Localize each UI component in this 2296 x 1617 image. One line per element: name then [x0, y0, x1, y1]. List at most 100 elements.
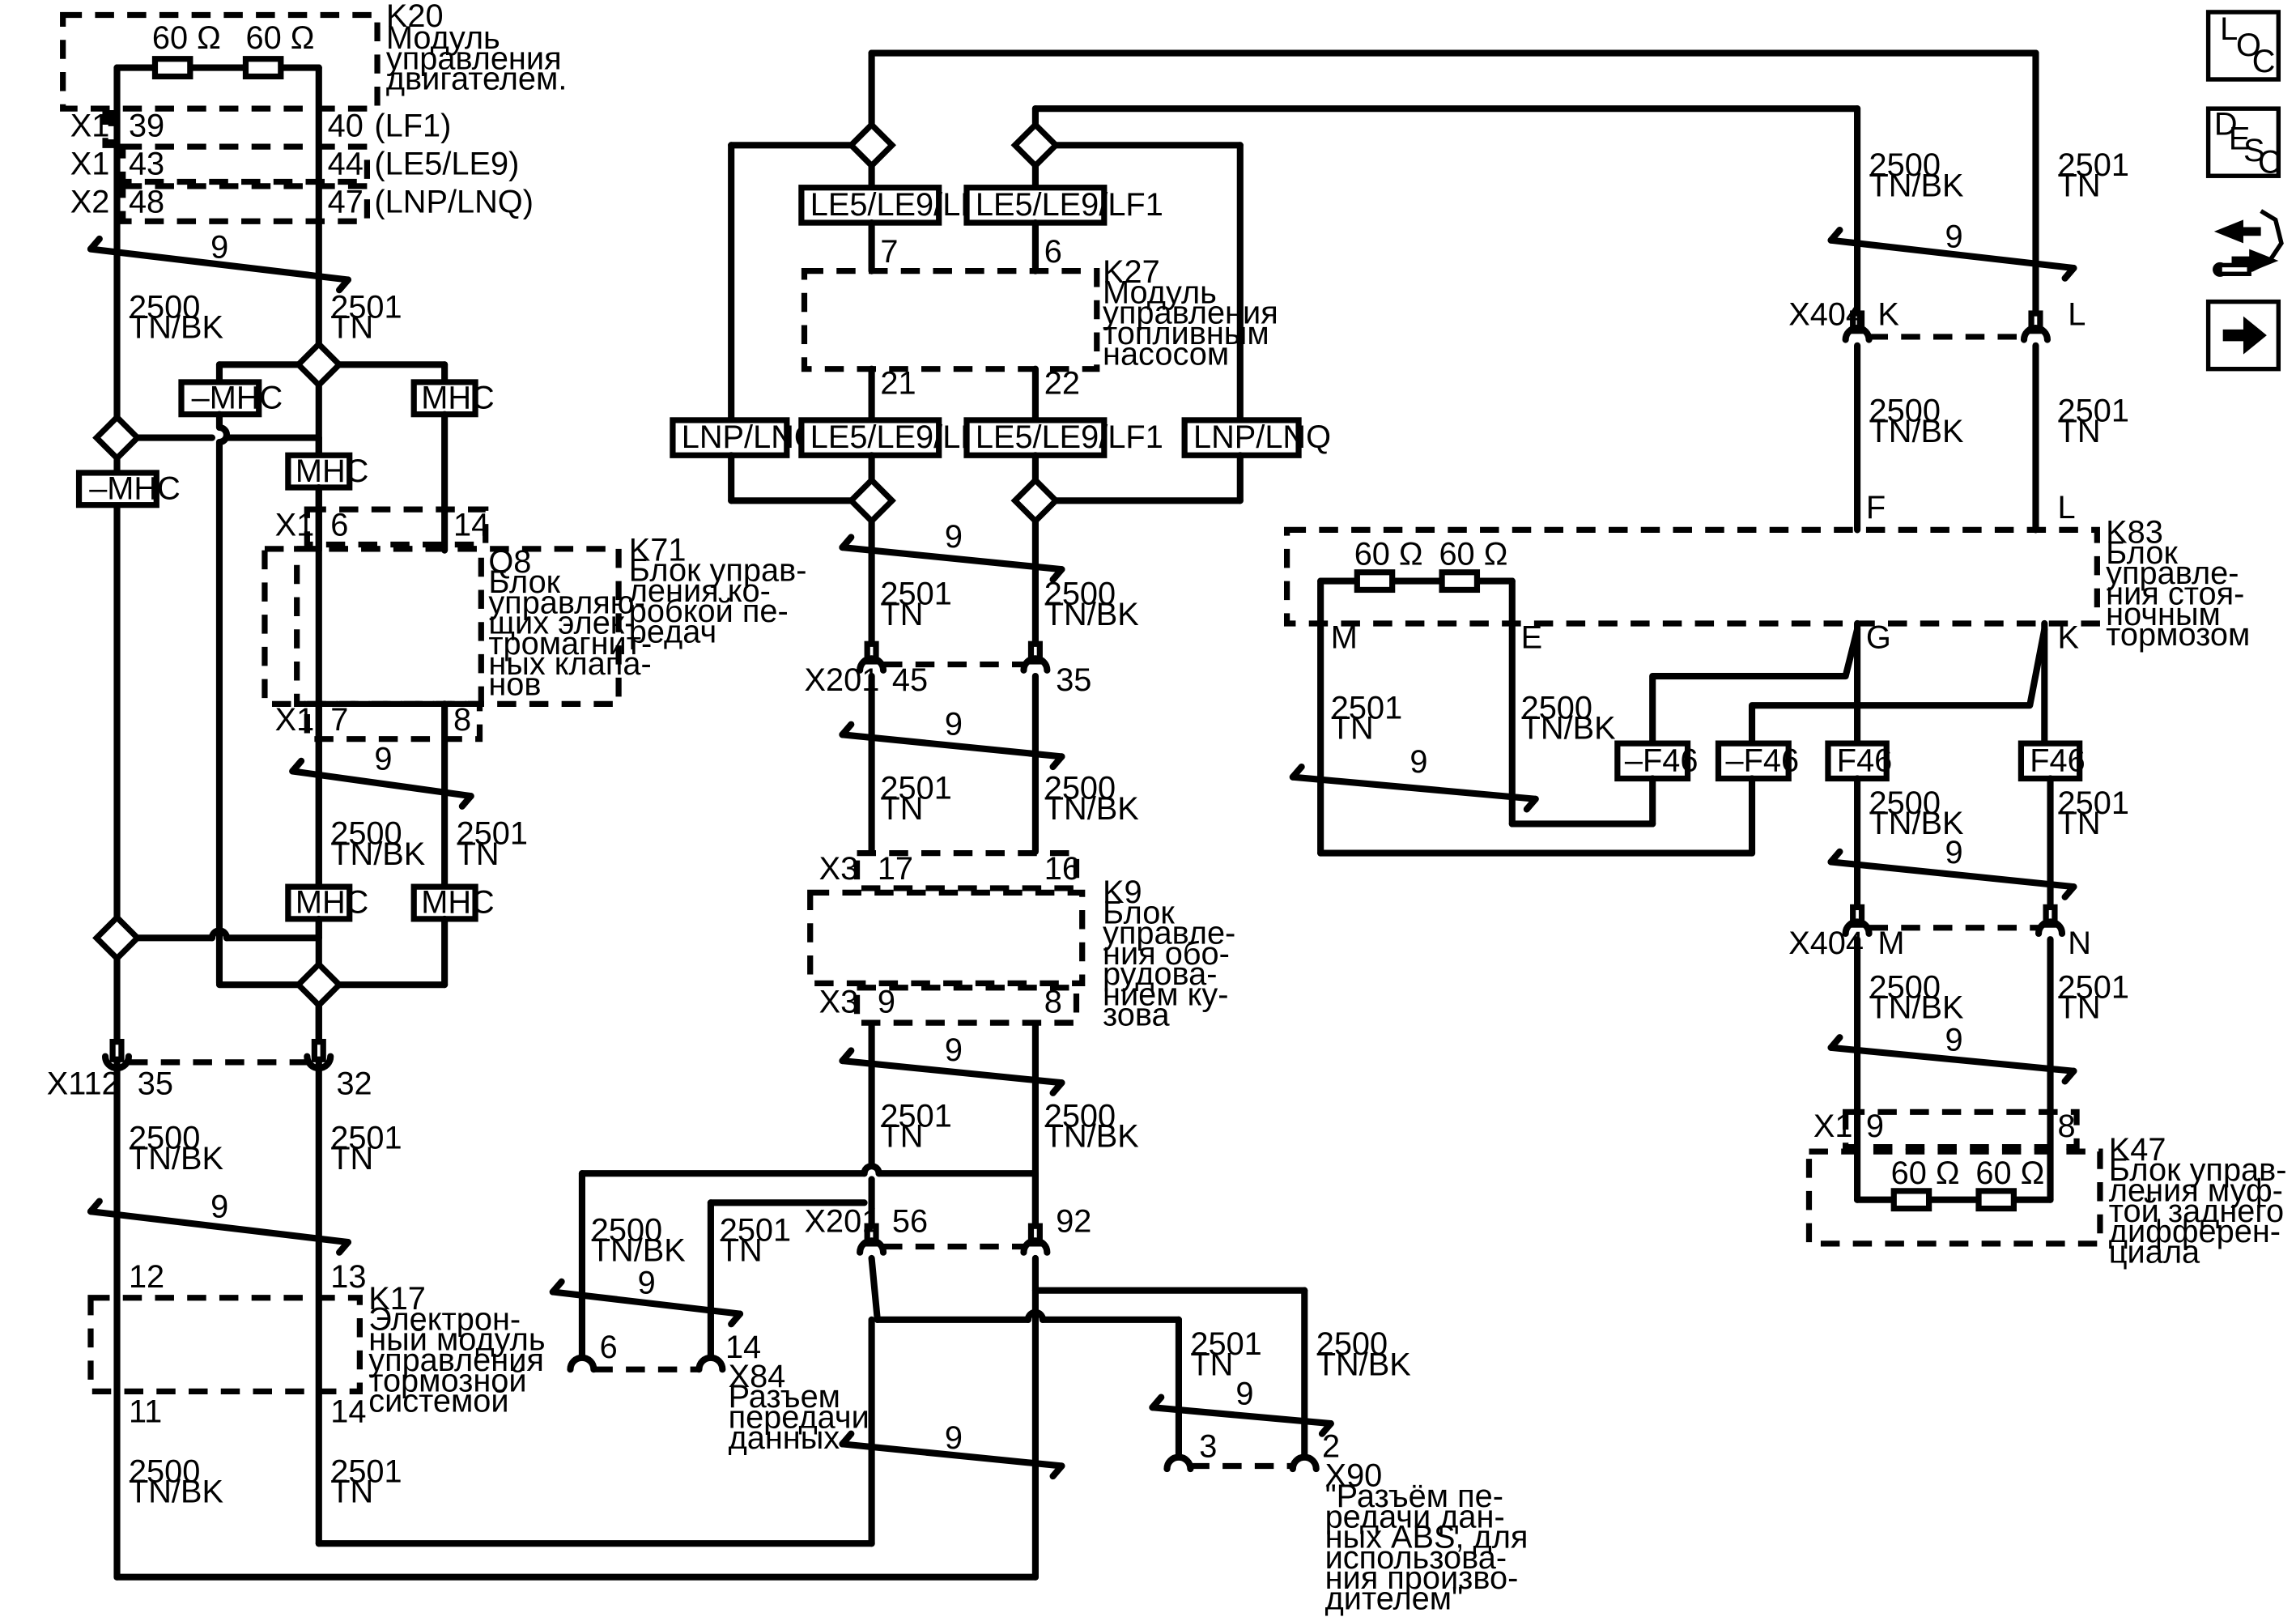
svg-text:O: O — [2236, 28, 2261, 63]
svg-text:TN/BK: TN/BK — [129, 1474, 224, 1510]
splice-diamond — [92, 413, 142, 462]
svg-text:M: M — [1331, 620, 1358, 656]
x201-label-1: X201 — [805, 662, 880, 698]
svg-text:TN: TN — [880, 791, 923, 827]
svg-text:7: 7 — [880, 234, 898, 270]
svg-text:LNP/LNQ: LNP/LNQ — [682, 419, 819, 455]
desc-button[interactable]: D E S C — [2205, 106, 2281, 181]
svg-text:LNP/LNQ: LNP/LNQ — [1193, 419, 1331, 455]
svg-text:TN: TN — [880, 597, 923, 632]
svg-text:MHC: MHC — [296, 453, 369, 489]
svg-text:2500: 2500 — [1316, 1326, 1388, 1362]
svg-text:6: 6 — [1044, 234, 1062, 270]
svg-text:TN: TN — [1331, 711, 1374, 747]
q8-ref: Q8 — [488, 544, 531, 580]
k27-outline — [801, 268, 1100, 372]
svg-text:TN/BK: TN/BK — [1044, 597, 1140, 632]
svg-text:X1: X1 — [1813, 1108, 1853, 1144]
svg-text:9: 9 — [210, 1189, 228, 1224]
svg-text:9: 9 — [374, 742, 392, 777]
svg-text:передачи: передачи — [729, 1399, 870, 1435]
svg-text:Блок управ-: Блок управ- — [629, 553, 807, 589]
svg-text:8: 8 — [1044, 984, 1062, 1019]
x404-label-2: X404 — [1788, 926, 1864, 961]
k83-outline — [1283, 526, 2100, 627]
svg-text:топливным: топливным — [1103, 316, 1269, 351]
svg-text:C: C — [2258, 145, 2281, 181]
k20-resistor-1-label: 60 Ω — [152, 20, 221, 56]
svg-text:7: 7 — [330, 702, 348, 738]
svg-text:TN: TN — [2058, 806, 2101, 841]
svg-text:56: 56 — [892, 1203, 928, 1239]
svg-text:D: D — [2214, 107, 2238, 143]
wrench-arrows-icon[interactable] — [2213, 209, 2284, 277]
svg-text:TN: TN — [2058, 414, 2101, 449]
svg-text:22: 22 — [1044, 365, 1080, 401]
k83-resistor-2 — [1439, 569, 1481, 594]
svg-text:–MHC: –MHC — [192, 380, 283, 415]
svg-text:16: 16 — [1044, 851, 1080, 887]
option-not-mhc-1 — [178, 379, 262, 418]
svg-text:13: 13 — [330, 1259, 366, 1295]
svg-text:2501: 2501 — [2058, 147, 2129, 183]
svg-text:TN/BK: TN/BK — [1521, 711, 1617, 747]
variant-lnplnq: (LNP/LNQ) — [374, 184, 533, 219]
svg-text:8: 8 — [453, 702, 471, 738]
svg-text:2500: 2500 — [1869, 147, 1941, 183]
svg-text:8: 8 — [2058, 1108, 2076, 1144]
svg-text:TN/BK: TN/BK — [129, 310, 224, 346]
k47-ref: K47 — [2109, 1132, 2166, 1168]
svg-text:F46: F46 — [2030, 743, 2085, 778]
svg-text:TN: TN — [2058, 990, 2101, 1026]
svg-text:ных клапа-: ных клапа- — [488, 646, 651, 682]
svg-text:9: 9 — [1945, 1022, 1962, 1057]
svg-text:TN/BK: TN/BK — [1869, 806, 1965, 841]
svg-text:6: 6 — [600, 1330, 618, 1365]
option-mhc-1 — [410, 379, 478, 418]
svg-text:E: E — [1521, 620, 1543, 656]
svg-text:14: 14 — [330, 1394, 366, 1429]
svg-text:LE5/LE9/LF1: LE5/LE9/LF1 — [976, 187, 1163, 223]
svg-text:насосом: насосом — [1103, 336, 1229, 372]
svg-text:ных ABS, для: ных ABS, для — [1325, 1520, 1529, 1555]
k20-resistor-2-label: 60 Ω — [245, 20, 314, 56]
svg-text:9: 9 — [945, 706, 963, 742]
svg-text:"Разъём пе-: "Разъём пе- — [1325, 1479, 1503, 1514]
svg-text:той заднего: той заднего — [2109, 1194, 2284, 1229]
svg-text:рудова-: рудова- — [1103, 956, 1217, 992]
svg-text:TN/BK: TN/BK — [330, 836, 426, 872]
svg-text:Разъем: Разъем — [729, 1379, 840, 1415]
svg-text:60 Ω: 60 Ω — [1891, 1155, 1960, 1191]
arrow-right-icon[interactable] — [2205, 299, 2281, 372]
svg-text:E: E — [2229, 121, 2251, 157]
q8-outline — [294, 546, 484, 707]
svg-text:Электрон-: Электрон- — [368, 1301, 521, 1337]
svg-text:тромагнит-: тромагнит- — [488, 626, 652, 662]
svg-text:2501: 2501 — [720, 1212, 791, 1248]
svg-text:2501: 2501 — [2058, 785, 2129, 821]
svg-text:X2: X2 — [70, 184, 110, 219]
k27-ref: K27 — [1103, 254, 1160, 290]
k20-desc-3: двигателем. — [386, 62, 568, 97]
svg-text:щих элек-: щих элек- — [488, 606, 635, 641]
svg-text:зова: зова — [1103, 998, 1171, 1033]
svg-text:системой: системой — [368, 1384, 508, 1419]
variant-lf1: (LF1) — [374, 108, 451, 143]
svg-text:L: L — [2058, 490, 2076, 526]
svg-text:2500: 2500 — [1869, 785, 1941, 821]
svg-text:TN: TN — [330, 310, 373, 346]
loc-button[interactable]: L O C — [2205, 10, 2281, 82]
svg-text:2500: 2500 — [591, 1212, 662, 1248]
x404-label-1: X404 — [1788, 296, 1864, 332]
svg-text:TN/BK: TN/BK — [1869, 414, 1965, 449]
x84-ref: X84 — [729, 1359, 786, 1394]
svg-text:циала: циала — [2109, 1234, 2200, 1270]
svg-text:TN: TN — [457, 836, 500, 872]
svg-text:2500: 2500 — [129, 1453, 200, 1489]
svg-text:F: F — [1866, 490, 1886, 526]
svg-text:управляю-: управляю- — [488, 585, 645, 620]
svg-text:TN: TN — [330, 1141, 373, 1177]
svg-text:9: 9 — [1409, 744, 1427, 780]
park-brake-rear-diff-section: 2500 TN/BK 2501 TN 9 X404 K L 2500 TN/BK… — [1283, 147, 2287, 1270]
